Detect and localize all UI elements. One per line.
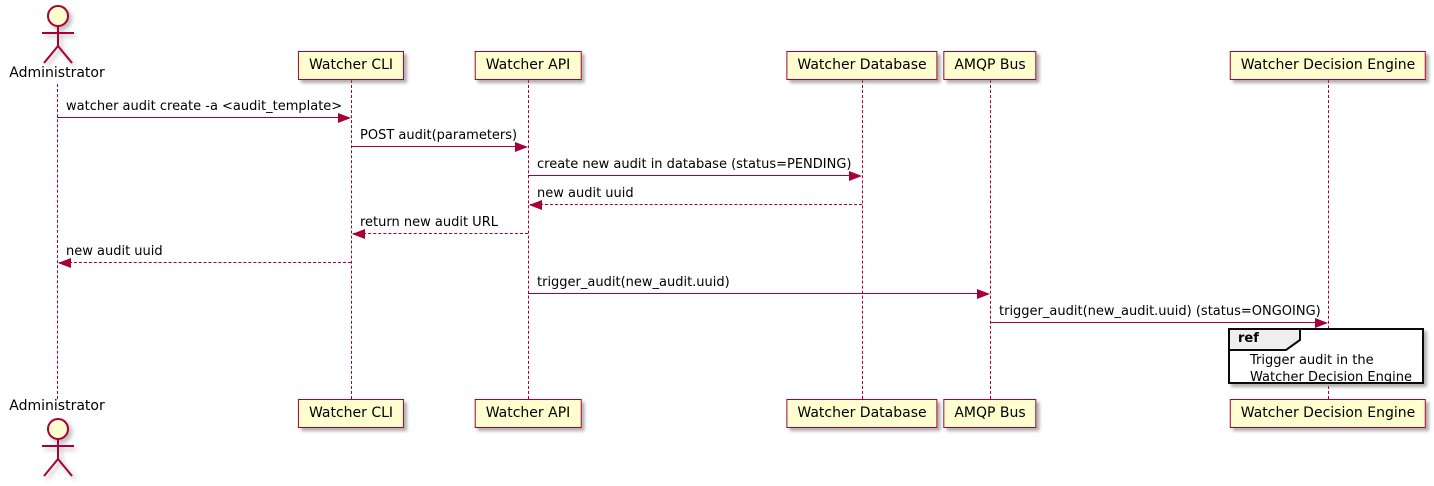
message-label-1: watcher audit create -a <audit_template> [66,99,343,114]
participant-amqp-bus-top: AMQP Bus [943,51,1037,80]
lifeline-watcher-api [528,80,529,399]
participant-amqp-bus-bottom: AMQP Bus [943,399,1037,428]
lifeline-amqp-bus [990,80,991,399]
participant-watcher-cli-bottom: Watcher CLI [297,399,405,428]
ref-fragment: ref Trigger audit in the Watcher Decisio… [1228,328,1424,386]
lifeline-watcher-decision-engine [1328,80,1329,399]
message-label-3: create new audit in database (status=PEN… [537,157,852,172]
message-label-2: POST audit(parameters) [360,128,518,143]
participant-watcher-api-top: Watcher API [474,51,582,80]
message-line-5 [353,233,528,234]
actor-label-top: Administrator [9,65,105,81]
message-line-7 [528,293,988,294]
arrowhead-icon [515,142,528,152]
ref-text-line: Trigger audit in the [1250,353,1374,368]
participant-watcher-database-top: Watcher Database [786,51,938,80]
arrowhead-icon [1315,318,1328,328]
arrowhead-icon [849,171,862,181]
arrowhead-icon [58,258,71,268]
message-label-5: return new audit URL [360,215,498,230]
participant-watcher-decision-engine-top: Watcher Decision Engine [1229,51,1427,80]
ref-keyword-tab: ref [1228,328,1302,351]
message-line-3 [528,175,860,176]
arrowhead-icon [338,113,351,123]
actor-icon-top [42,5,74,64]
actor-icon-bottom [42,418,74,477]
message-label-4: new audit uuid [537,186,634,201]
message-label-8: trigger_audit(new_audit.uuid) (status=ON… [999,304,1321,319]
arrowhead-icon [977,289,990,299]
lifeline-watcher-database [862,80,863,399]
ref-text-line: Watcher Decision Engine [1250,370,1412,385]
participant-watcher-cli-top: Watcher CLI [297,51,405,80]
arrowhead-icon [529,200,542,210]
participant-watcher-decision-engine-bottom: Watcher Decision Engine [1229,399,1427,428]
participant-watcher-database-bottom: Watcher Database [786,399,938,428]
actor-label-bottom: Administrator [9,398,105,414]
lifeline-watcher-cli [351,80,352,399]
participant-watcher-api-bottom: Watcher API [474,399,582,428]
message-line-2 [351,146,526,147]
ref-keyword: ref [1238,331,1259,346]
message-label-6: new audit uuid [66,244,163,259]
message-label-7: trigger_audit(new_audit.uuid) [537,275,730,290]
message-line-4 [530,204,862,205]
message-line-6 [59,262,351,263]
ref-text: Trigger audit in the Watcher Decision En… [1250,352,1412,386]
message-line-1 [57,117,349,118]
lifeline-administrator [57,84,58,399]
arrowhead-icon [352,229,365,239]
message-line-8 [990,322,1326,323]
